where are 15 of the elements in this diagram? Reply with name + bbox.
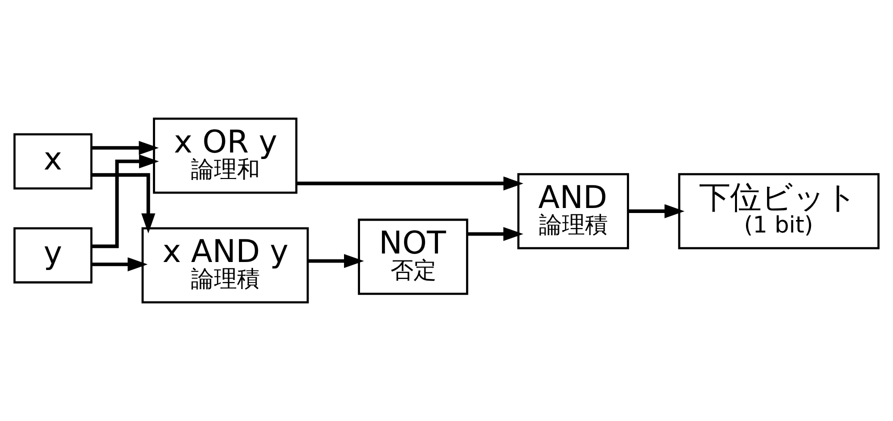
arrow (92, 154, 159, 248)
arrow (296, 176, 524, 190)
arrow (467, 227, 524, 241)
arrow (92, 173, 156, 234)
arrow (92, 140, 159, 155)
node-box: x (13, 133, 92, 190)
node-box: 下位ビット (1 bit) (678, 173, 880, 250)
arrow (92, 257, 148, 272)
node-box: y (13, 227, 92, 284)
node-box: NOT 否定 (358, 218, 468, 295)
node-box: x AND y 論理積 (142, 227, 309, 304)
node-box: x OR y 論理和 (152, 118, 298, 194)
arrow (628, 204, 684, 218)
arrow (308, 254, 364, 268)
node-box: AND 論理積 (517, 173, 630, 250)
